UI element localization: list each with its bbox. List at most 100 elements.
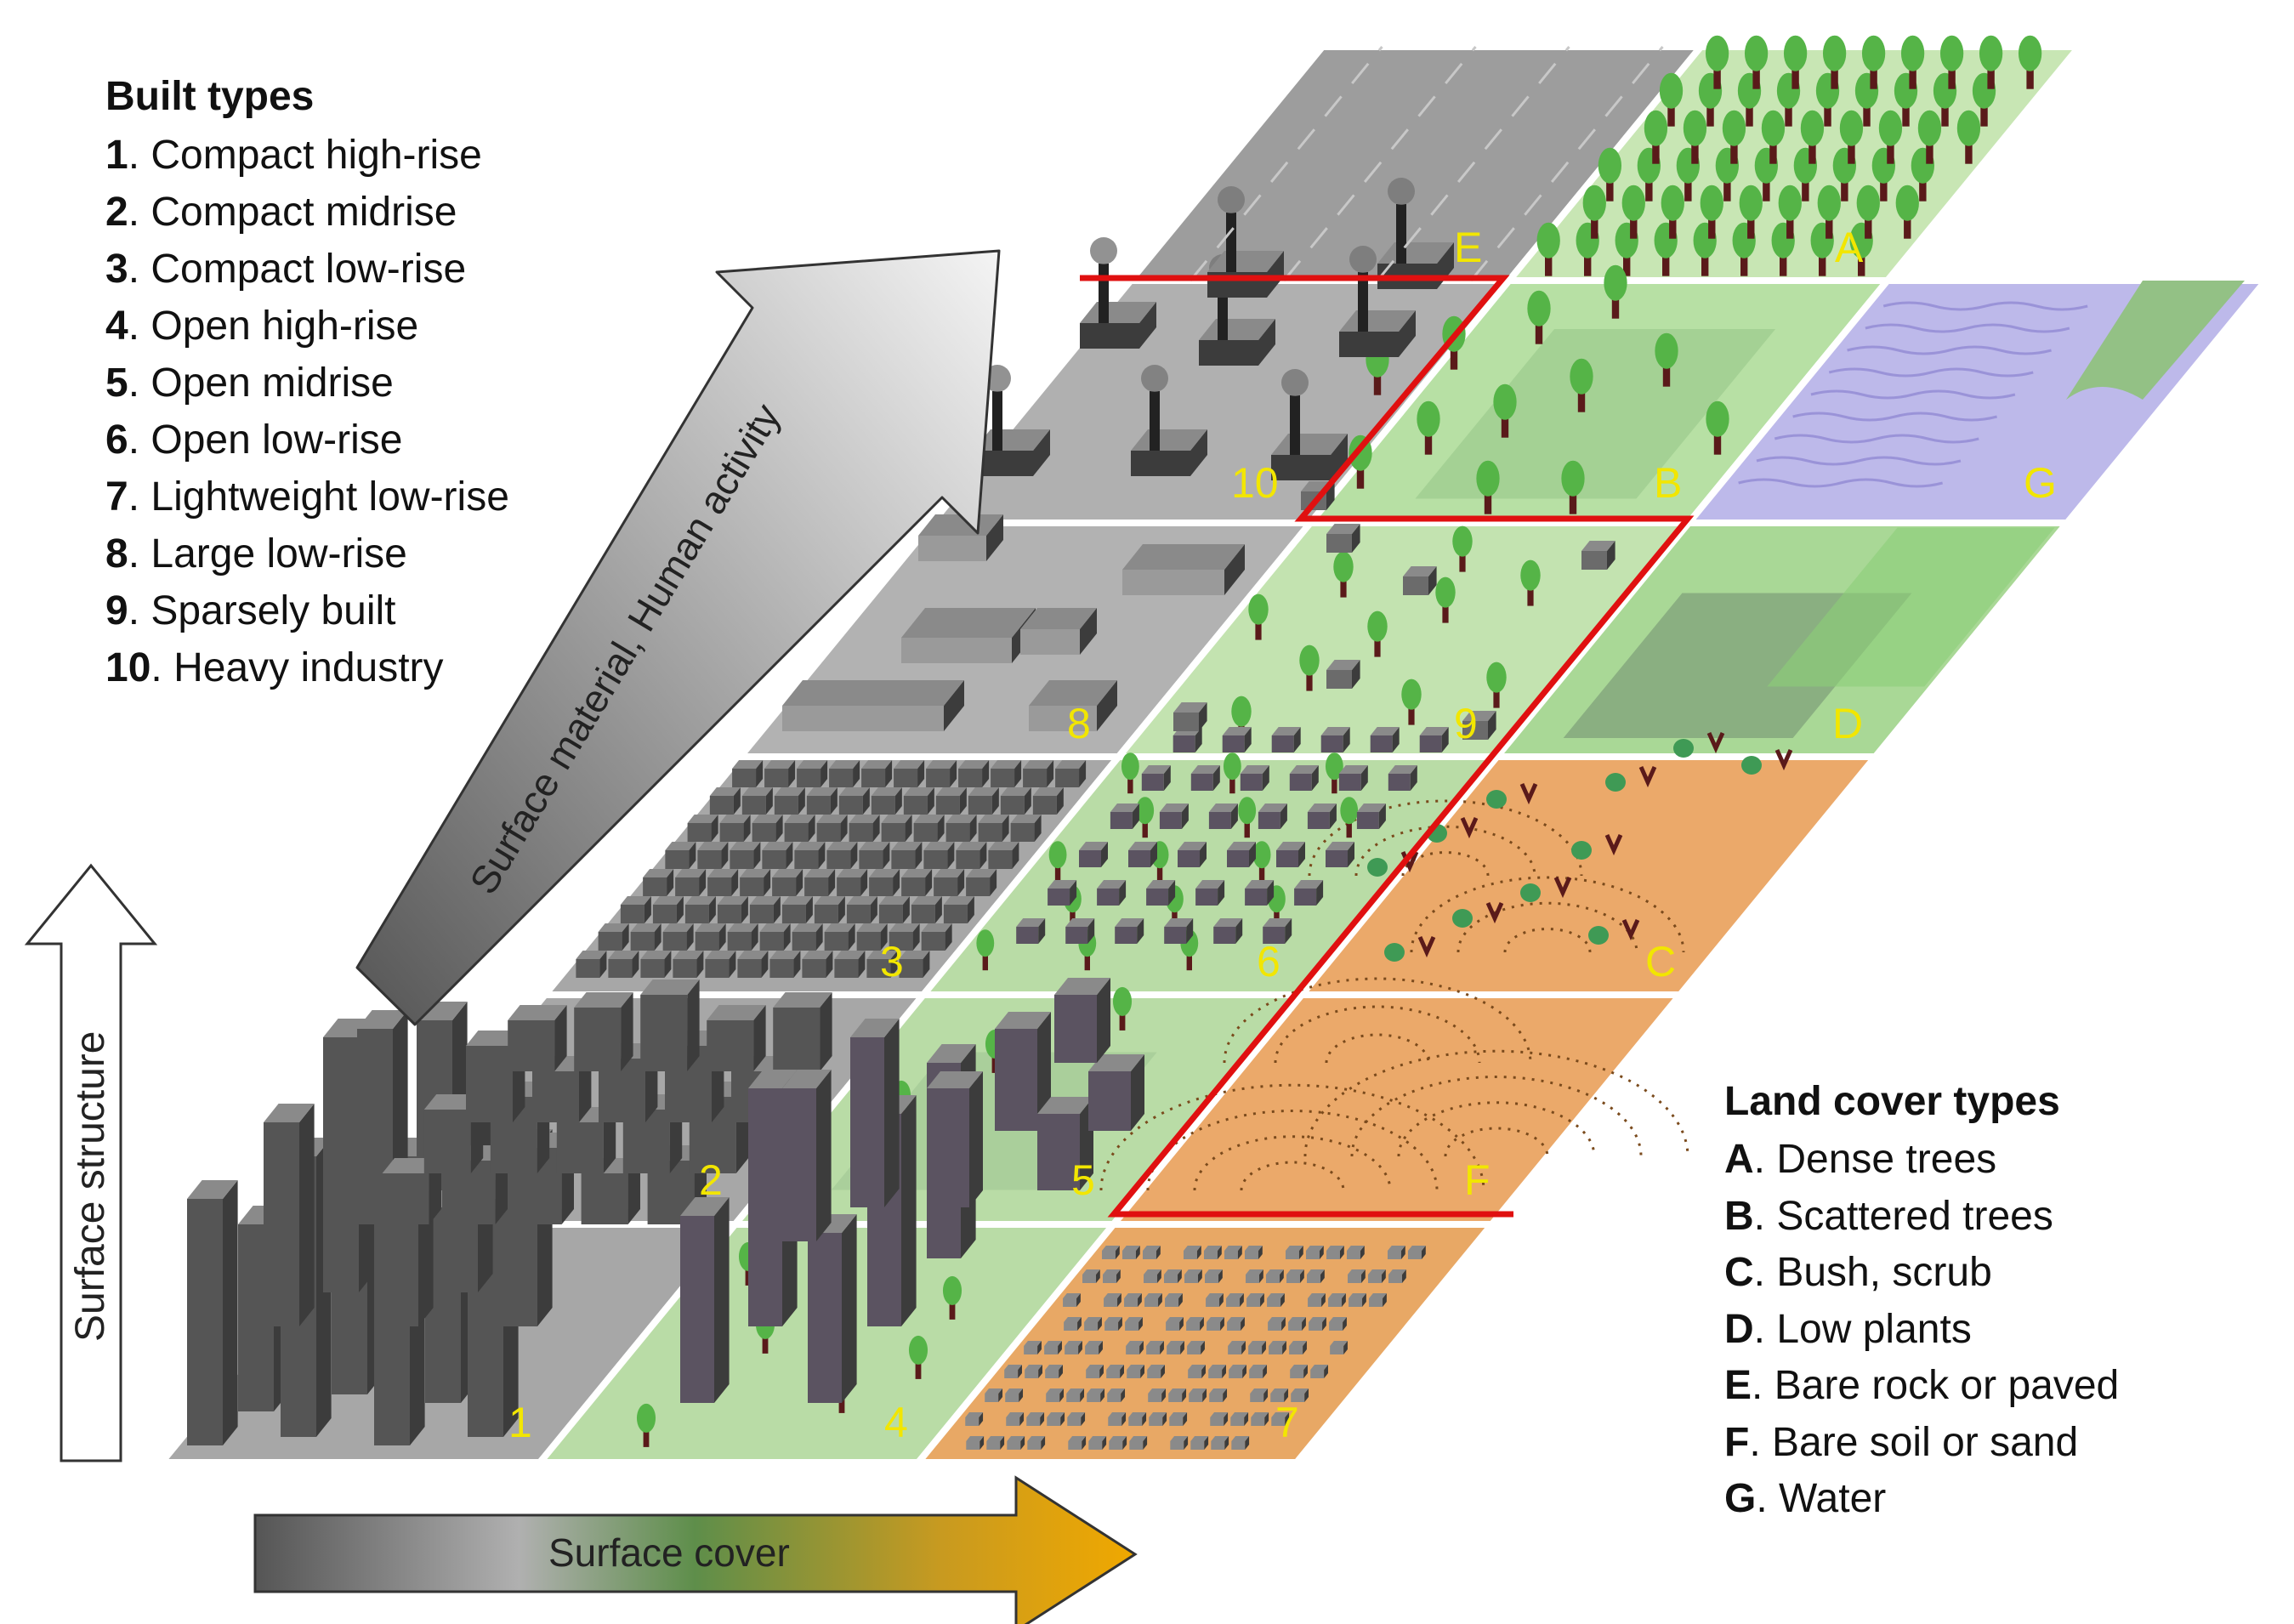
compact-midrise <box>599 1059 645 1122</box>
heavy-industry-building-side <box>1139 302 1156 349</box>
sand-ripple <box>1240 1161 1345 1191</box>
compact-lowrise <box>988 850 1013 869</box>
open-lowrise-roof <box>1263 918 1292 927</box>
lightweight-lowrise-side <box>1361 1269 1366 1283</box>
compact-lowrise <box>1055 769 1080 787</box>
sparse-tree-crown <box>1231 696 1252 727</box>
dense-tree-crown <box>1878 110 1903 146</box>
lightweight-lowrise <box>1128 1417 1143 1426</box>
scrub <box>1460 816 1479 839</box>
compact-lowrise-roof <box>673 951 704 959</box>
lightweight-lowrise-side <box>1081 1412 1086 1426</box>
compact-lowrise-roof <box>878 896 910 905</box>
open-highrise-side <box>816 1070 832 1241</box>
lightweight-lowrise-side <box>1218 1269 1223 1283</box>
lightweight-lowrise-side <box>1138 1317 1143 1331</box>
lightweight-lowrise <box>1086 1370 1100 1378</box>
lightweight-lowrise-side <box>1143 1436 1148 1450</box>
lightweight-lowrise-roof <box>1289 1341 1307 1346</box>
lightweight-lowrise <box>1144 1298 1159 1307</box>
lightweight-lowrise <box>1125 1322 1139 1331</box>
lightweight-lowrise-side <box>1178 1293 1183 1307</box>
dense-tree-trunk <box>1684 178 1692 202</box>
zone-label-A: A <box>1835 224 1864 271</box>
compact-lowrise-side <box>644 896 651 923</box>
compact-lowrise-roof <box>695 923 726 932</box>
lightweight-lowrise-roof <box>1088 1436 1107 1441</box>
lightweight-lowrise-side <box>998 1388 1003 1402</box>
compact-lowrise <box>816 823 841 842</box>
open-tree-crown <box>908 1335 928 1365</box>
compact-lowrise-side <box>1014 760 1022 787</box>
dense-tree-trunk <box>1980 103 1988 127</box>
water-shore <box>2066 281 2245 400</box>
compact-lowrise <box>752 823 776 842</box>
lightweight-lowrise-roof <box>986 1436 1005 1441</box>
lightweight-lowrise-side <box>1302 1317 1306 1331</box>
open-lowrise-tree-trunk <box>1332 775 1337 794</box>
built-type-number: 7 <box>105 474 128 520</box>
lightweight-lowrise <box>1005 1394 1019 1402</box>
open-lowrise-tree-trunk <box>1186 952 1192 971</box>
lightweight-lowrise-side <box>1263 1365 1267 1378</box>
open-midrise-side <box>969 1071 983 1207</box>
smokestack <box>1226 213 1236 272</box>
scrub <box>1774 748 1793 771</box>
lightweight-lowrise <box>1368 1275 1383 1283</box>
lightweight-lowrise-roof <box>1210 1412 1229 1417</box>
lightweight-lowrise <box>1187 1346 1201 1354</box>
dense-tree-trunk <box>1723 178 1731 202</box>
dense-tree-trunk <box>1606 178 1614 202</box>
lightweight-lowrise <box>1210 1417 1224 1426</box>
dense-tree-crown <box>1822 35 1847 71</box>
compact-lowrise-roof <box>894 760 925 769</box>
lightweight-lowrise-roof <box>1330 1341 1348 1346</box>
lightweight-lowrise-roof <box>1227 1317 1245 1322</box>
compact-lowrise-side <box>632 951 639 978</box>
compact-lowrise-roof <box>1000 787 1031 796</box>
lightweight-lowrise-side <box>1324 1365 1328 1378</box>
built-type-label: . Compact midrise <box>128 190 457 235</box>
lightweight-lowrise <box>1044 1346 1059 1354</box>
lightweight-lowrise-roof <box>1288 1317 1306 1322</box>
lightweight-lowrise <box>1285 1251 1299 1259</box>
lightweight-lowrise-roof <box>1170 1436 1189 1441</box>
open-lowrise-roof <box>1178 842 1207 850</box>
dense-tree-trunk <box>1941 103 1949 127</box>
sparse-tree-trunk <box>1527 586 1534 606</box>
lightweight-lowrise-side <box>1019 1388 1024 1402</box>
sparse-tree-trunk <box>1493 688 1500 708</box>
compact-lowrise <box>749 905 774 923</box>
lightweight-lowrise <box>1045 1370 1059 1378</box>
lightweight-lowrise-side <box>1222 1365 1226 1378</box>
compact-lowrise <box>899 959 923 978</box>
compact-lowrise-side <box>686 923 694 951</box>
lightweight-lowrise-side <box>1019 1412 1025 1426</box>
compact-lowrise <box>784 823 809 842</box>
compact-lowrise-side <box>893 869 900 896</box>
open-lowrise-tree-trunk <box>1054 864 1061 883</box>
lightweight-lowrise-roof <box>1291 1388 1309 1394</box>
bush <box>1367 858 1388 877</box>
lightweight-lowrise-side <box>1280 1269 1284 1283</box>
compact-lowrise <box>802 959 826 978</box>
lightweight-lowrise-side <box>1115 1246 1120 1259</box>
lightweight-lowrise-side <box>1161 1365 1165 1378</box>
open-midrise-roof <box>1088 1054 1144 1071</box>
compact-lowrise <box>1023 769 1048 787</box>
open-lowrise-roof <box>1222 727 1252 735</box>
dense-tree-trunk <box>1669 215 1677 239</box>
zone-label-2: 2 <box>699 1156 723 1204</box>
dense-tree-trunk <box>1785 103 1792 127</box>
open-lowrise-roof <box>1370 727 1400 735</box>
built-type-item: 9. Sparsely built <box>105 582 509 639</box>
road-marking <box>1189 46 1383 281</box>
land-cover-label: . Bare soil or sand <box>1749 1419 2079 1465</box>
sparse-tree-trunk <box>1408 705 1415 725</box>
scattered-tree-trunk <box>1713 431 1722 455</box>
lightweight-lowrise-roof <box>1146 1341 1164 1346</box>
lightweight-lowrise <box>1064 1322 1078 1331</box>
compact-lowrise <box>926 769 951 787</box>
compact-lowrise <box>869 877 894 896</box>
compact-lowrise-side <box>862 787 870 815</box>
